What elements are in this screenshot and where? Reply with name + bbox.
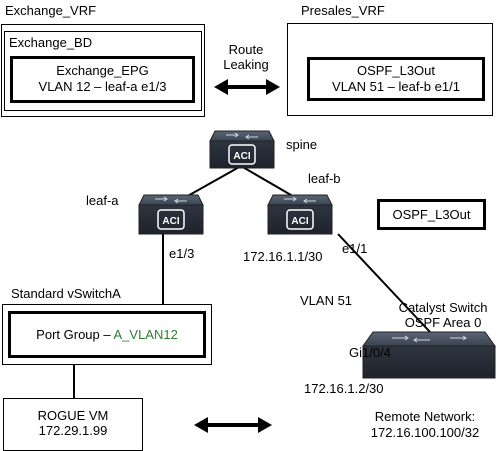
route-leaking-arrow xyxy=(214,79,280,95)
standard-vswitch-title: Standard vSwitchA xyxy=(11,286,121,301)
ospf-l3out-epg-box xyxy=(307,57,485,101)
rogue-vm-name: ROGUE VM xyxy=(37,408,109,423)
vlan51-link-label: VLAN 51 xyxy=(300,293,353,308)
leaf-b-to-catalyst-link xyxy=(337,233,431,333)
route-leaking-label-line1: Route xyxy=(228,42,264,57)
vm-to-remote-arrow xyxy=(194,417,272,433)
remote-network-line2: 172.16.100.100/32 xyxy=(370,425,480,440)
leaf-b-aci-badge: ACI xyxy=(291,216,308,227)
leaf-a-aci-badge: ACI xyxy=(162,216,179,227)
ospf-l3out-epg-detail: VLAN 51 – leaf-b e1/1 xyxy=(332,79,460,94)
catalyst-label-line1: Catalyst Switch xyxy=(398,300,488,315)
leaf-a-port-label: e1/3 xyxy=(169,246,195,261)
leaf-b-ip-label: 172.16.1.1/30 xyxy=(243,249,323,264)
exchange-epg-name: Exchange_EPG xyxy=(56,63,149,78)
ospf-l3out-epg-name: OSPF_L3Out xyxy=(356,63,436,78)
port-group-label: Port Group – A_VLAN12 xyxy=(8,327,206,342)
ospf-l3out-label-box xyxy=(377,199,486,230)
catalyst-switch-icon xyxy=(362,331,496,379)
spine-aci-badge: ACI xyxy=(233,151,250,162)
port-group-box xyxy=(8,311,206,358)
spine-label: spine xyxy=(286,137,318,152)
presales-vrf-label: Presales_VRF xyxy=(301,3,385,18)
exchange-vrf-label: Exchange_VRF xyxy=(5,3,97,18)
catalyst-port-label: Gi1/0/4 xyxy=(349,345,391,360)
catalyst-ip-label: 172.16.1.2/30 xyxy=(304,381,384,396)
leaf-a-switch-icon: ACI xyxy=(138,194,204,235)
remote-network-line1: Remote Network: xyxy=(374,409,476,424)
spine-switch-icon: ACI xyxy=(209,130,275,169)
ospf-l3out-label: OSPF_L3Out xyxy=(392,207,471,222)
rogue-vm-ip: 172.29.1.99 xyxy=(38,423,108,438)
port-group-prefix: Port Group – xyxy=(36,327,114,342)
leaf-a-label: leaf-a xyxy=(86,193,119,208)
leaf-b-label: leaf-b xyxy=(308,171,341,186)
leaf-b-port-label: e1/1 xyxy=(342,241,368,256)
rogue-vm-box xyxy=(3,398,143,451)
exchange-epg-detail: VLAN 12 – leaf-a e1/3 xyxy=(38,79,167,94)
exchange-bd-label: Exchange_BD xyxy=(9,35,93,50)
port-group-name: A_VLAN12 xyxy=(113,327,178,342)
route-leaking-label-line2: Leaking xyxy=(223,57,269,72)
exchange-epg-box xyxy=(10,56,195,103)
leaf-b-switch-icon: ACI xyxy=(267,194,333,235)
catalyst-label-line2: OSPF Area 0 xyxy=(404,315,482,330)
